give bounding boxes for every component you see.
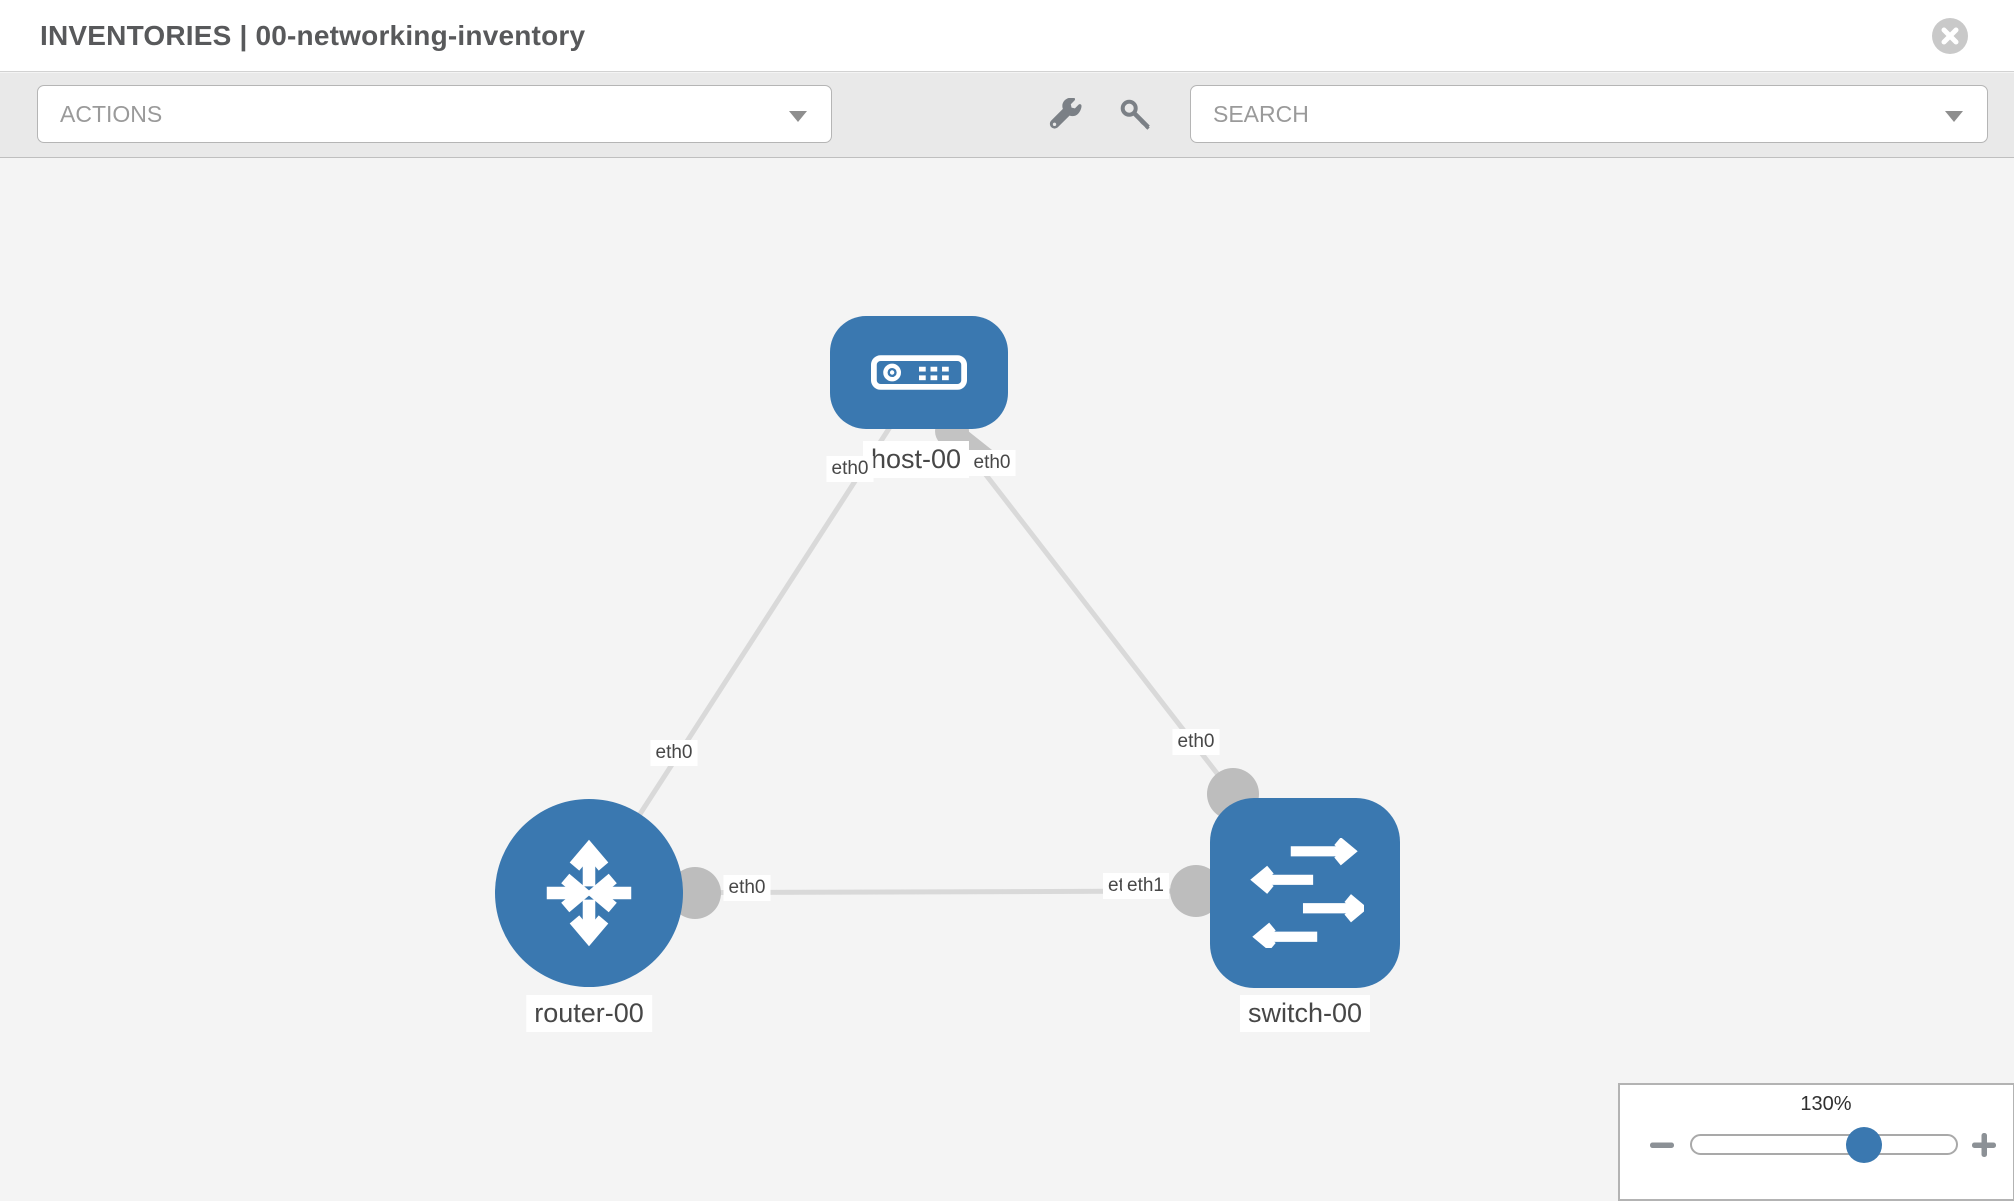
node-router-00[interactable] — [495, 799, 683, 987]
key-icon — [1120, 99, 1150, 130]
router-icon — [546, 839, 632, 947]
close-button[interactable] — [1932, 18, 1968, 54]
switch-icon — [1250, 838, 1364, 948]
topology-canvas[interactable]: host-00 router-00 switch-00 eth0 eth0 et… — [0, 159, 2014, 1200]
actions-dropdown[interactable]: ACTIONS — [37, 85, 832, 143]
node-label-router[interactable]: router-00 — [526, 995, 652, 1032]
topology-edges — [586, 414, 1259, 919]
page-title: INVENTORIES | 00-networking-inventory — [40, 20, 586, 51]
interface-label-switch-diagonal: eth0 — [1172, 729, 1220, 755]
chevron-down-icon — [789, 111, 807, 122]
search-dropdown-label: SEARCH — [1213, 101, 1309, 127]
interface-label-switch-horizontal-front: eth1 — [1122, 873, 1169, 899]
interface-label-host-right: eth0 — [968, 450, 1016, 476]
toolbar: ACTIONS SEARCH — [0, 73, 2014, 158]
node-switch-00[interactable] — [1210, 798, 1400, 988]
interface-label-router-diagonal: eth0 — [650, 740, 698, 766]
minus-icon — [1650, 1142, 1674, 1148]
credentials-button[interactable] — [1116, 95, 1156, 135]
plus-icon — [1972, 1133, 1996, 1157]
node-label-switch[interactable]: switch-00 — [1239, 995, 1371, 1032]
zoom-slider-track[interactable] — [1690, 1134, 1958, 1155]
interface-dot-switch-left[interactable] — [1170, 865, 1222, 917]
interface-label-host-left: eth0 — [826, 456, 874, 482]
search-dropdown[interactable]: SEARCH — [1190, 85, 1988, 143]
interface-label-router-horizontal: eth0 — [723, 875, 771, 901]
node-label-host[interactable]: host-00 — [862, 441, 970, 478]
zoom-level-text: 130% — [1800, 1093, 1852, 1115]
actions-dropdown-label: ACTIONS — [60, 101, 163, 127]
node-host-00[interactable] — [830, 316, 1008, 429]
zoom-slider-handle[interactable] — [1846, 1127, 1882, 1163]
zoom-panel: 130% — [1618, 1083, 2014, 1201]
close-icon — [1941, 27, 1959, 45]
chevron-down-icon — [1945, 111, 1963, 122]
configure-button[interactable] — [1046, 95, 1086, 135]
page-header: INVENTORIES | 00-networking-inventory — [0, 0, 2014, 72]
zoom-out-button[interactable] — [1646, 1129, 1678, 1161]
host-icon — [871, 355, 967, 390]
zoom-in-button[interactable] — [1968, 1129, 2000, 1161]
wrench-icon — [1049, 98, 1082, 129]
